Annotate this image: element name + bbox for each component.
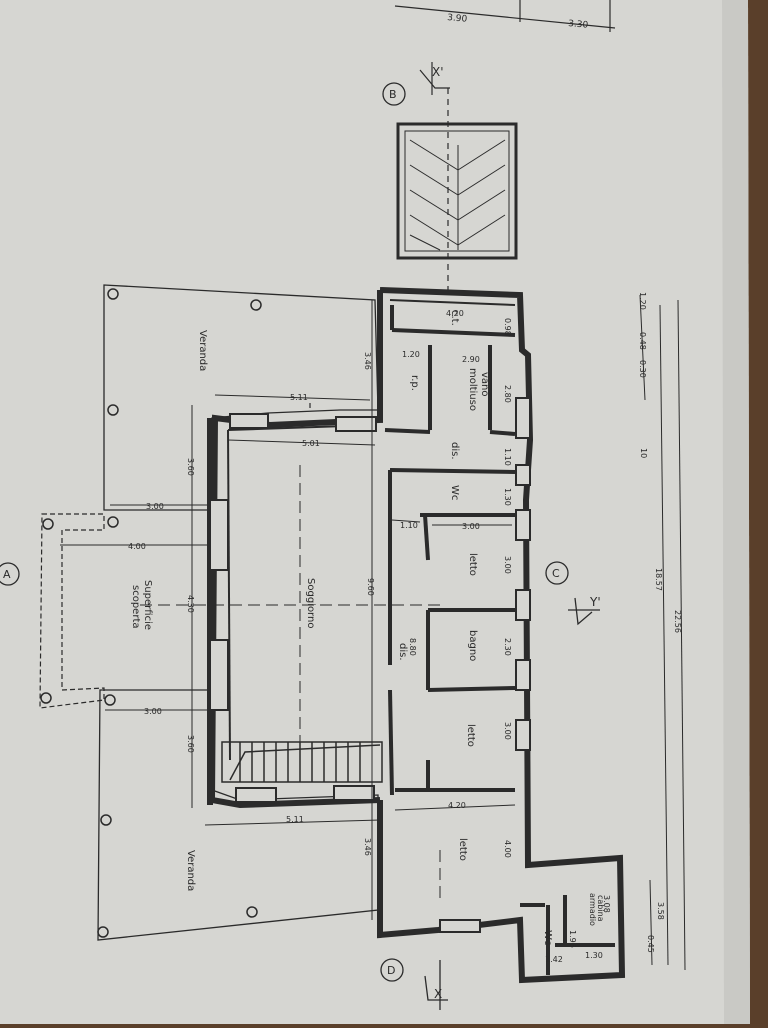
section-arrow-y-prime xyxy=(574,597,593,626)
dim-1-30: 1.30 xyxy=(503,488,512,506)
room-cabina-1: cabina xyxy=(596,895,605,922)
rdim-18-57: 18.57 xyxy=(654,568,663,591)
room-soggiorno: Soggiorno xyxy=(305,578,316,628)
internal-walls xyxy=(384,305,615,975)
dim-4-30: 4.30 xyxy=(186,595,195,613)
axis-d-label: D xyxy=(387,964,395,977)
right-dimension-lines xyxy=(639,294,686,971)
axis-b-circle xyxy=(382,82,406,106)
dim-4-20-bottom: 4.20 xyxy=(448,801,466,810)
room-ct: c.t. xyxy=(449,310,460,326)
rdim-10: 10 xyxy=(639,448,648,458)
dim-3-00-b: 3.00 xyxy=(503,556,512,574)
paper-sheet xyxy=(0,0,750,1024)
staircase xyxy=(221,741,383,783)
room-superficie-2: scoperta xyxy=(130,585,141,629)
section-x-label: X xyxy=(434,987,442,1001)
dim-5-11-bottom: 5.11 xyxy=(286,815,304,824)
rdim-0-45: 0.45 xyxy=(646,935,655,953)
section-x-prime-label: X' xyxy=(432,65,444,79)
room-rip: r.p. xyxy=(409,375,420,391)
dim-1-30-b: 1.30 xyxy=(585,951,603,960)
dim-4-00-right: 4.00 xyxy=(503,840,512,858)
dim-3-60-top: 3.60 xyxy=(186,458,195,476)
paper-edge-shadow xyxy=(722,0,750,1024)
rdim-0-30: 0.30 xyxy=(638,360,647,378)
dim-1-42: 1.42 xyxy=(545,955,563,964)
dim-5-11-top: 5.11 xyxy=(290,393,308,402)
dim-4-20-top: 4.20 xyxy=(446,309,464,318)
dim-3-60-bottom: 3.60 xyxy=(186,735,195,753)
room-vano-1: vano xyxy=(479,372,490,397)
rdim-0-48: 0.48 xyxy=(638,332,647,350)
dim-3-00-veranda-right: 3.00 xyxy=(144,707,162,716)
room-superficie-1: Superficie xyxy=(142,580,153,630)
dim-2-80: 2.80 xyxy=(503,385,512,403)
dim-4-00: 4.00 xyxy=(128,542,146,551)
dim-2-90: 2.90 xyxy=(462,355,480,364)
superficie-scoperta-outline xyxy=(39,513,105,709)
dim-0-98: 0.98 xyxy=(503,318,512,336)
dim-8-80: 8.80 xyxy=(408,638,417,656)
section-arrow-x-prime xyxy=(419,69,450,89)
room-cabina-2: armadio xyxy=(588,893,597,926)
dim-3-00-a: 3.00 xyxy=(462,522,480,531)
axis-b-label: B xyxy=(389,88,397,101)
rdim-1-20: 1.20 xyxy=(638,292,647,310)
top-dim-2: 3.30 xyxy=(568,19,589,31)
dim-1-10-b: 1.10 xyxy=(400,521,418,530)
facade-windows xyxy=(209,397,531,933)
section-arrow-x xyxy=(424,975,448,1001)
axis-a-circle xyxy=(0,562,20,586)
axis-c-circle xyxy=(545,561,569,585)
axis-d-circle xyxy=(380,958,404,982)
dim-1-20: 1.20 xyxy=(402,350,420,359)
dim-3-00-veranda-left: 3.00 xyxy=(146,502,164,511)
rdim-22-56: 22.56 xyxy=(673,610,682,633)
dim-5-01: 5.01 xyxy=(302,439,320,448)
room-letto-1: letto xyxy=(467,553,478,576)
room-letto-3: letto xyxy=(457,838,468,861)
top-dim-1: 3.90 xyxy=(447,13,468,25)
room-bagno: bagno xyxy=(467,630,478,661)
dim-3-46-bottom: 3.46 xyxy=(363,838,372,856)
room-veranda-top: Veranda xyxy=(197,330,208,371)
dim-1-96: 1.96 xyxy=(568,930,577,948)
room-wc-upper: Wc xyxy=(449,485,460,500)
dim-9-60: 9.60 xyxy=(366,578,375,596)
room-wc-lower: Wc xyxy=(542,930,553,945)
room-vano-2: moltiuso xyxy=(467,368,478,411)
rdim-3-58: 3.58 xyxy=(656,902,665,920)
top-dim-line xyxy=(394,5,616,29)
section-y-prime-label: Y' xyxy=(589,595,601,609)
axis-a-label: A xyxy=(3,568,11,581)
dim-3-00-c: 3.00 xyxy=(503,722,512,740)
dim-2-30: 2.30 xyxy=(503,638,512,656)
room-veranda-bottom: Veranda xyxy=(185,850,196,891)
veranda-columns xyxy=(40,288,262,938)
herringbone-pattern xyxy=(409,139,506,251)
room-dis-lower: dis. xyxy=(397,643,408,661)
dim-1-10-a: 1.10 xyxy=(503,448,512,466)
stair-opening xyxy=(396,122,518,260)
room-dis-upper: dis. xyxy=(449,442,460,460)
dim-3-46-top: 3.46 xyxy=(363,352,372,370)
dim-3-08: 3.08 xyxy=(602,895,611,913)
axis-c-label: C xyxy=(552,567,560,580)
room-letto-2: letto xyxy=(465,724,476,747)
